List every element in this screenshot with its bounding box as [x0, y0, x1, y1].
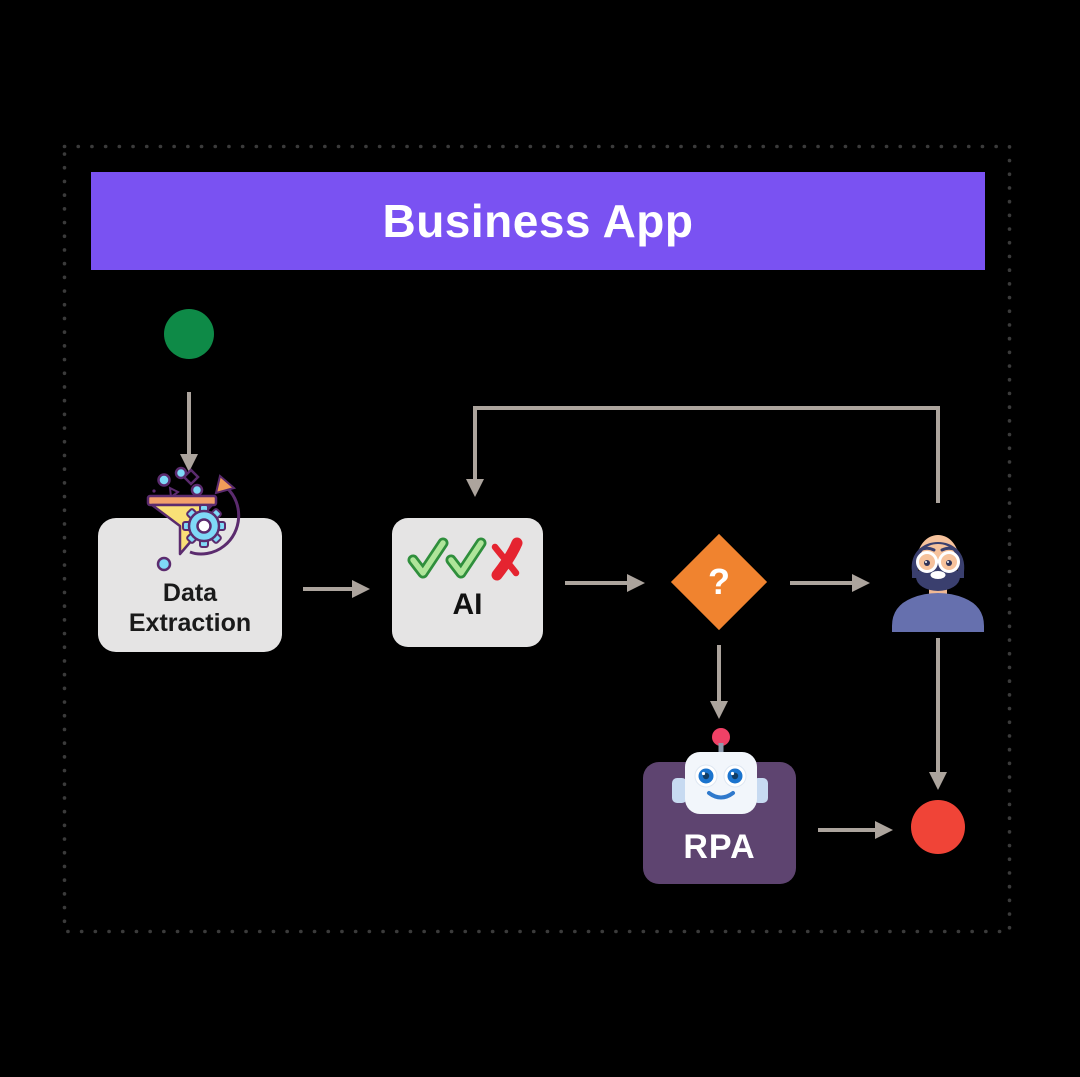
- rpa-label: RPA: [683, 828, 756, 866]
- start-node: [164, 309, 214, 359]
- decision-node: ?: [670, 533, 768, 631]
- person-icon: [892, 535, 984, 632]
- end-node: [911, 800, 965, 854]
- banner-business-app: Business App: [91, 172, 985, 270]
- data-extraction-label-line2: Extraction: [128, 609, 252, 637]
- data-extraction-node: Data Extraction: [98, 466, 282, 652]
- banner-title: Business App: [382, 195, 694, 247]
- ai-node: AI: [392, 518, 543, 647]
- funnel-gear-icon: [146, 466, 241, 572]
- checkmarks-cross-icon: [407, 537, 522, 581]
- ai-label: AI: [452, 588, 483, 621]
- dotted-border: [62, 144, 1012, 934]
- robot-icon: [671, 728, 768, 814]
- decision-label: ?: [708, 561, 730, 602]
- data-extraction-label: Data Extraction: [129, 578, 251, 638]
- rpa-node: RPA: [643, 728, 796, 884]
- arrows: [180, 392, 947, 839]
- data-extraction-label-line1: Data: [162, 579, 218, 607]
